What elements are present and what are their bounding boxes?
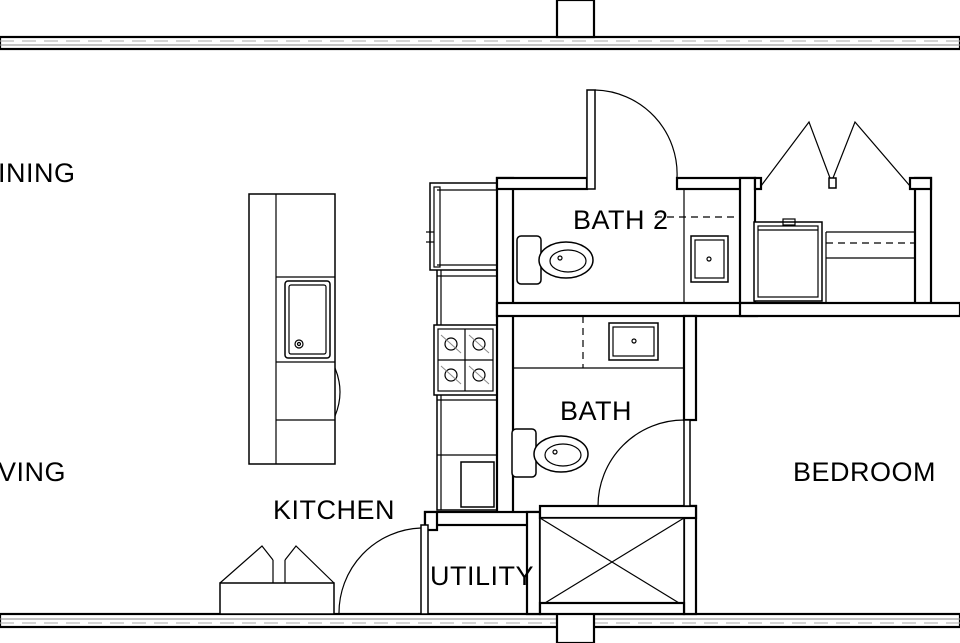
bath-2-sink [690, 235, 729, 283]
interior-walls [423, 176, 960, 616]
kitchen-counter [426, 182, 498, 511]
island-sink [284, 280, 331, 359]
top-exterior-wall [0, 0, 960, 51]
utility-door [338, 524, 429, 615]
bath-2-fixtures [516, 89, 740, 303]
kitchen-island [248, 193, 341, 465]
bath-fixtures [511, 316, 691, 507]
closet [538, 517, 686, 616]
bath-sink [608, 322, 659, 361]
room-label-utility: UTILITY [430, 561, 535, 591]
washer [753, 221, 823, 302]
refrigerator [429, 182, 498, 271]
room-label-bedroom: BEDROOM [793, 457, 937, 487]
top-chimney [555, 0, 596, 39]
bottom-exterior-wall [0, 606, 960, 643]
room-label-kitchen: KITCHEN [273, 495, 396, 525]
bath-toilet [511, 428, 537, 478]
bath-door [683, 419, 691, 507]
entry-bench [219, 545, 335, 615]
room-label-dining: INING [0, 158, 76, 188]
room-label-living: VING [0, 457, 67, 487]
bath-2-door [586, 89, 596, 190]
room-label-bath-2: BATH 2 [573, 205, 669, 235]
laundry-closet [753, 120, 915, 303]
bath-2-toilet [516, 235, 542, 285]
room-label-bath: BATH [560, 396, 633, 426]
dishwasher [460, 461, 495, 508]
